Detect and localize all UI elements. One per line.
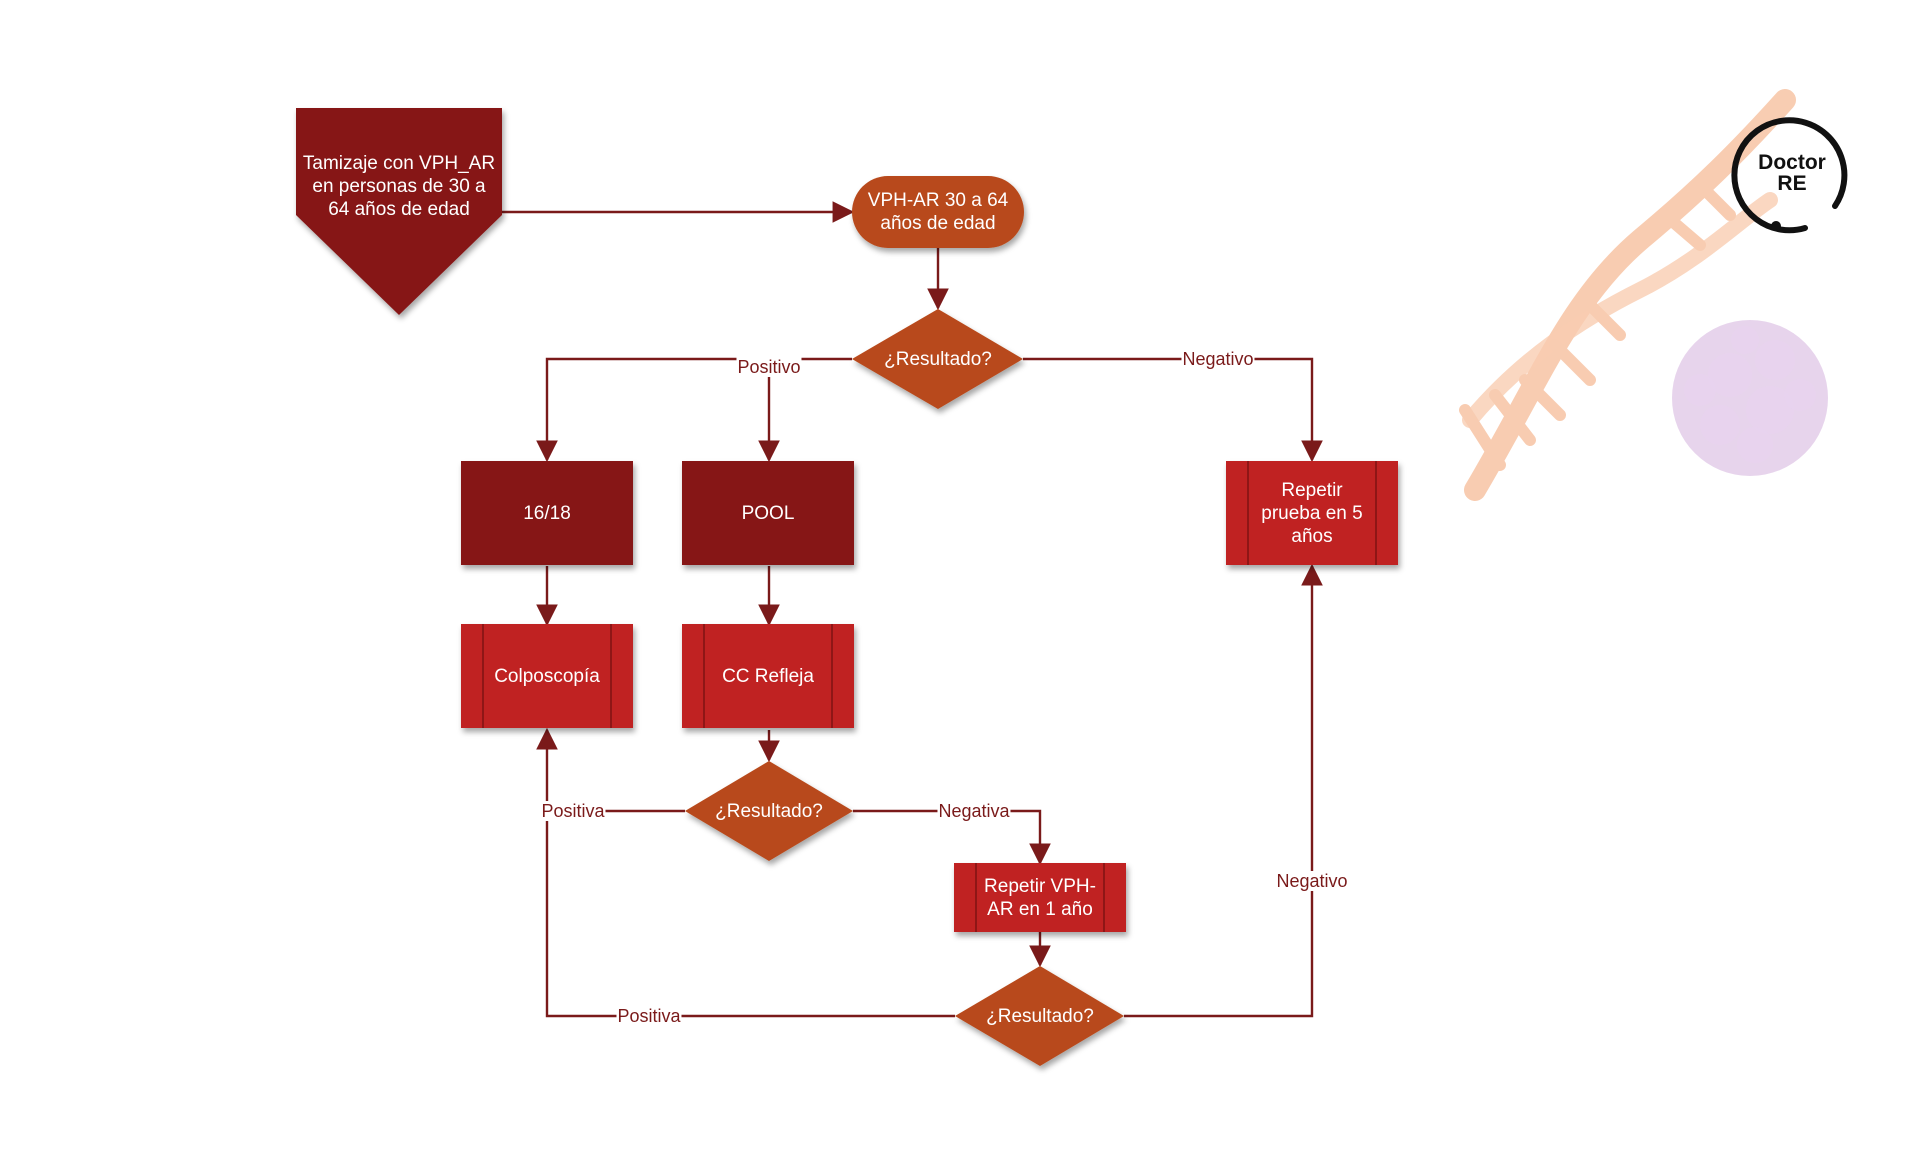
node-repeat1-shape <box>954 863 1126 932</box>
edge-decision1-to-1618 <box>536 357 852 463</box>
logo-line-2: RE <box>1777 172 1807 195</box>
doctor-re-logo <box>1731 117 1848 234</box>
start-node-shape <box>296 108 502 315</box>
logo-line-1: Doctor <box>1758 151 1826 174</box>
decision1-shape <box>852 309 1023 409</box>
vph-node-shape <box>852 176 1024 248</box>
node-repeat5-shape <box>1226 461 1398 565</box>
edge-decision3-to-repeat5 <box>1124 563 1323 1018</box>
edge-decision2-to-repeat1 <box>853 809 1051 866</box>
edge-label-positivo: Positivo <box>736 357 802 377</box>
decision2-shape <box>685 761 853 861</box>
node-colposcopy-shape <box>461 624 633 728</box>
decision3-shape <box>955 966 1124 1066</box>
edge-label-positiva-bottom: Positiva <box>616 1006 682 1026</box>
shapes <box>296 108 1398 1066</box>
connectors <box>502 201 1323 1018</box>
node-cc-shape <box>682 624 854 728</box>
edge-label-negativo-top: Negativo <box>1181 349 1255 369</box>
edge-label-negativo-right: Negativo <box>1275 871 1349 891</box>
edge-decision2-to-colposcopy <box>536 727 685 813</box>
virus-cell-illustration <box>1672 320 1828 476</box>
edge-label-positiva-mid: Positiva <box>540 801 606 821</box>
edge-decision3-to-colposcopy <box>545 811 955 1018</box>
node-pool-shape <box>682 461 854 565</box>
node-1618-shape <box>461 461 633 565</box>
edge-label-negativa: Negativa <box>937 801 1011 821</box>
logo-text: Doctor RE <box>1740 152 1844 194</box>
edge-decision1-to-repeat5 <box>1023 357 1323 463</box>
